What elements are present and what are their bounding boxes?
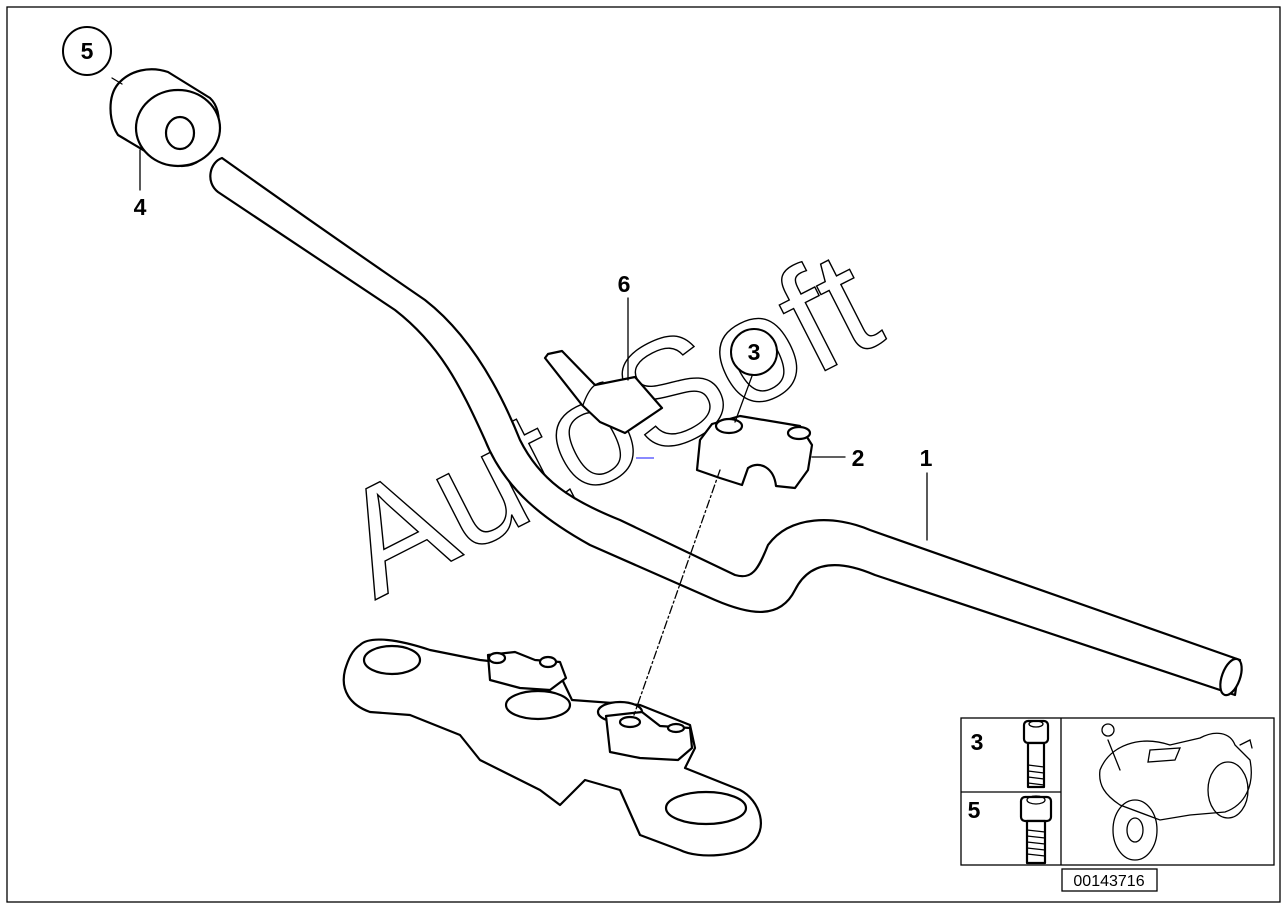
callout-3-label: 3 (748, 339, 761, 365)
leader-lines (111, 77, 928, 716)
bolt-icon (1022, 719, 1050, 789)
reference-number-text: 00143716 (1073, 873, 1144, 890)
bar-end-weight (109, 68, 222, 168)
inset-row-5-label: 5 (968, 797, 981, 823)
fork-bridge (342, 638, 762, 857)
inset-row-3-label: 3 (971, 729, 984, 755)
callout-5: 5 (62, 26, 112, 76)
diagram-frame (6, 6, 1281, 903)
inset-table: 3 5 (960, 717, 1275, 866)
callout-4: 4 (134, 194, 147, 220)
cover-plate (543, 349, 664, 435)
bolt-icon (1019, 795, 1053, 865)
handlebar-clamp (695, 414, 814, 490)
callout-2: 2 (852, 445, 865, 471)
callout-1: 1 (920, 445, 933, 471)
reference-number: 00143716 (1061, 868, 1158, 892)
motorcycle-icon (1099, 723, 1253, 861)
handlebar-tube (209, 156, 1243, 697)
callout-6: 6 (618, 271, 631, 297)
callout-3: 3 (730, 328, 778, 376)
callout-4-label: 4 (134, 194, 147, 220)
callout-2-label: 2 (852, 445, 865, 471)
callout-6-label: 6 (618, 271, 631, 297)
callout-5-label: 5 (81, 38, 94, 64)
callout-1-label: 1 (920, 445, 933, 471)
